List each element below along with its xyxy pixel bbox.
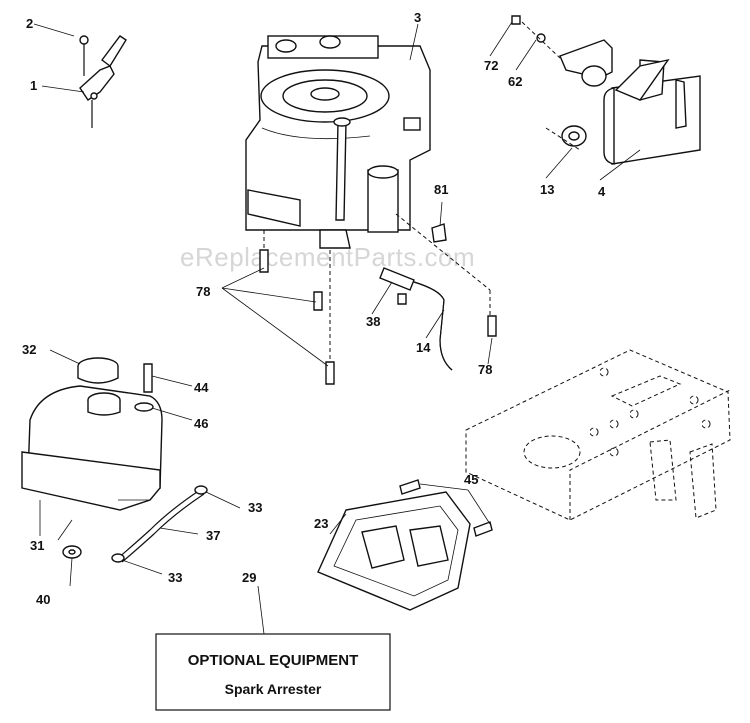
callouts: 2 1 3 72 62 13 4 81 78 38 14 78 32 44 46…: [22, 10, 606, 607]
throttle-control: [79, 35, 127, 128]
spark-arrester-label: Spark Arrester: [225, 681, 322, 697]
callout-14: 14: [416, 340, 431, 355]
callout-78-right: 78: [478, 362, 492, 377]
leader-lines: [33, 21, 641, 635]
callout-32: 32: [22, 342, 36, 357]
fuel-tank-assembly: [21, 357, 208, 563]
callout-72: 72: [484, 58, 498, 73]
callout-81: 81: [434, 182, 448, 197]
callout-38: 38: [366, 314, 380, 329]
heat-shield-assembly: [317, 479, 493, 611]
callout-23: 23: [314, 516, 328, 531]
callout-33-lower: 33: [168, 570, 182, 585]
callout-44: 44: [194, 380, 209, 395]
callout-2: 2: [26, 16, 33, 31]
callout-13: 13: [540, 182, 554, 197]
callout-1: 1: [30, 78, 37, 93]
optional-equipment-title: OPTIONAL EQUIPMENT: [188, 652, 359, 669]
callout-78-left: 78: [196, 284, 210, 299]
callout-46: 46: [194, 416, 208, 431]
callout-31: 31: [30, 538, 44, 553]
engine: [245, 35, 431, 249]
callout-29: 29: [242, 570, 256, 585]
callout-45: 45: [464, 472, 478, 487]
callout-40: 40: [36, 592, 50, 607]
mounting-plate: [465, 349, 731, 521]
optional-equipment-box: OPTIONAL EQUIPMENT Spark Arrester: [155, 633, 391, 711]
callout-4: 4: [598, 184, 606, 199]
fuel-line-assembly: [259, 213, 497, 385]
muffler-assembly: [511, 15, 701, 165]
callout-3: 3: [414, 10, 421, 25]
callout-33-upper: 33: [248, 500, 262, 515]
callout-37: 37: [206, 528, 220, 543]
callout-62: 62: [508, 74, 522, 89]
